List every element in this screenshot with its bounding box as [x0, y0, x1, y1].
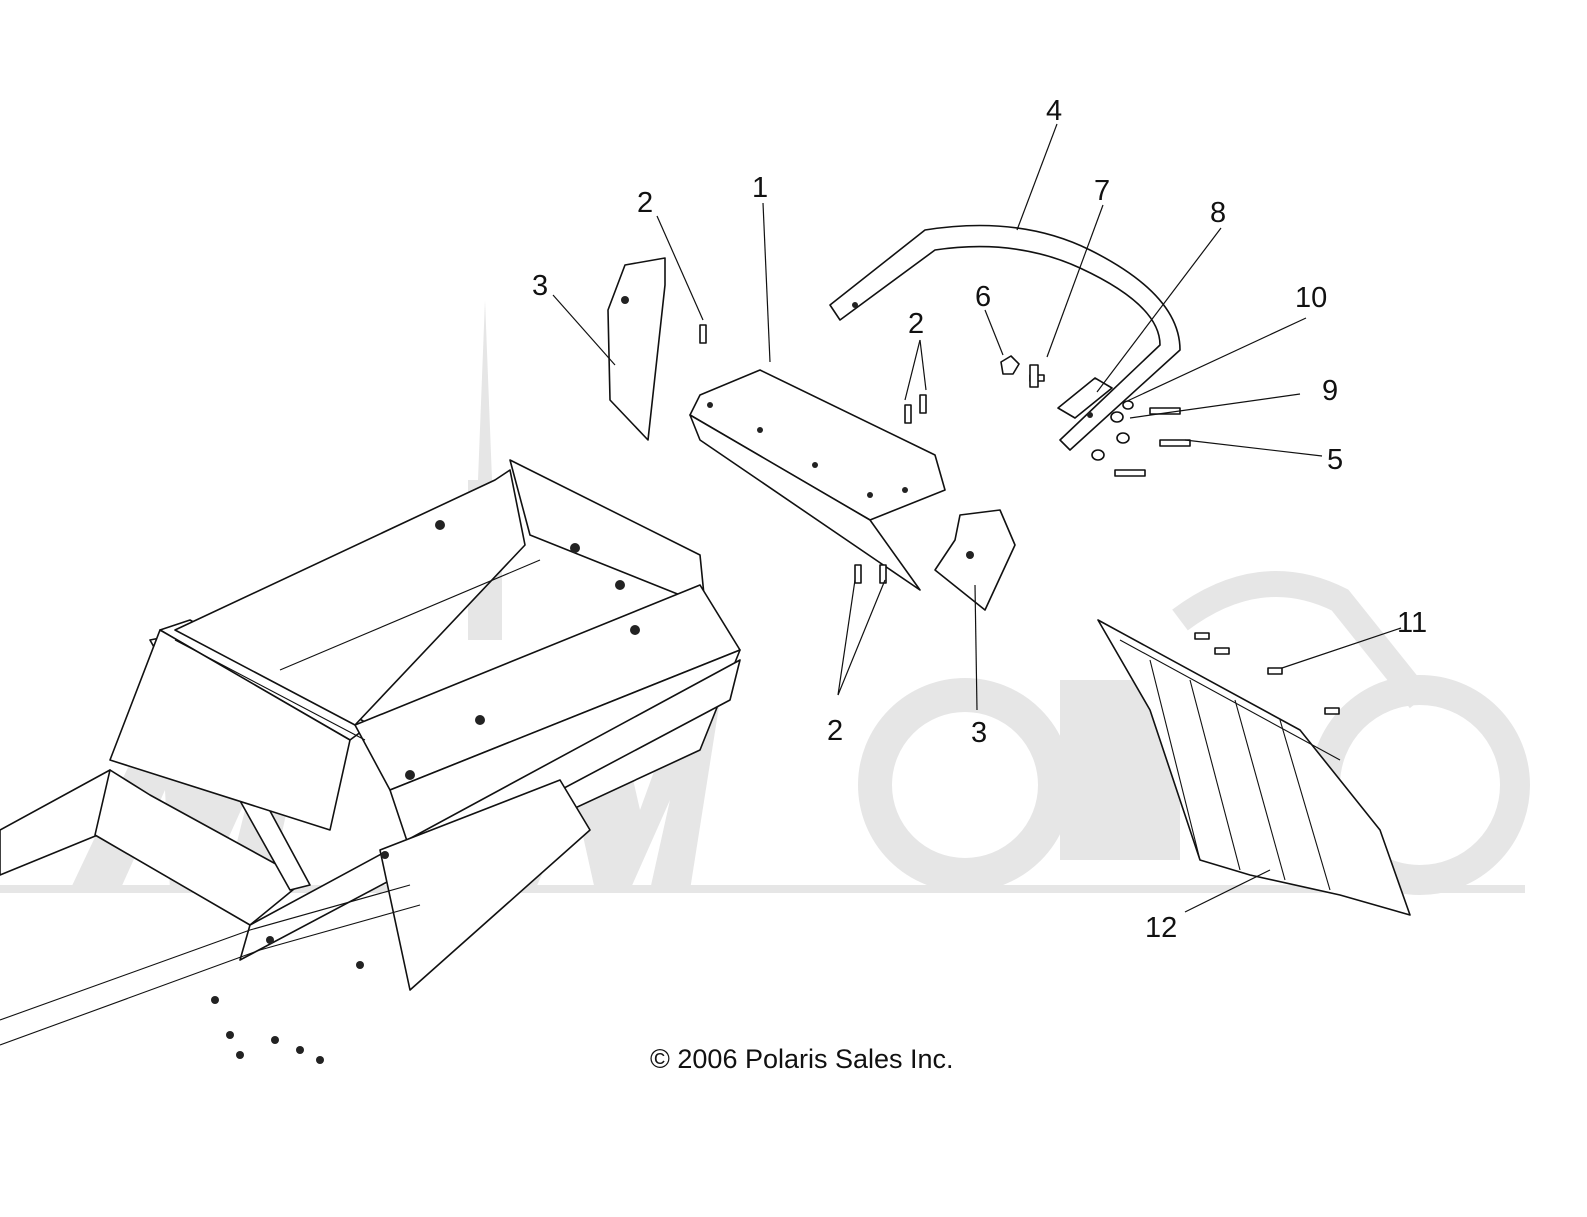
callout-12: 12	[1145, 912, 1177, 944]
part-3-bracket-right	[934, 509, 1016, 611]
callout-4: 4	[1046, 95, 1062, 127]
callout-10: 10	[1295, 282, 1327, 314]
part-3-bracket-left	[607, 257, 666, 441]
callout-5: 5	[1327, 444, 1343, 476]
callout-labels: 1 2 2 2 3 3 4 5 6 7 8 9 10 11 12	[532, 95, 1427, 944]
tunnel-assembly	[0, 459, 741, 1064]
copyright-notice: © 2006 Polaris Sales Inc.	[650, 1044, 954, 1074]
callout-2-right: 2	[908, 308, 924, 340]
part-4-bumper-bar	[829, 224, 1181, 451]
callout-3-right: 3	[971, 717, 987, 749]
callout-6: 6	[975, 281, 991, 313]
callout-11: 11	[1397, 607, 1427, 639]
callout-2-top-left: 2	[637, 187, 653, 219]
callout-2-bottom: 2	[827, 715, 843, 747]
part-12-snow-flap	[1097, 619, 1411, 916]
callout-1: 1	[752, 172, 768, 204]
callout-3-left: 3	[532, 270, 548, 302]
hardware-fasteners	[699, 324, 1340, 715]
callout-7: 7	[1094, 175, 1110, 207]
callout-8: 8	[1210, 197, 1226, 229]
leader-lines	[552, 123, 1402, 913]
part-1-bumper-panel	[689, 369, 946, 591]
callout-9: 9	[1322, 375, 1338, 407]
